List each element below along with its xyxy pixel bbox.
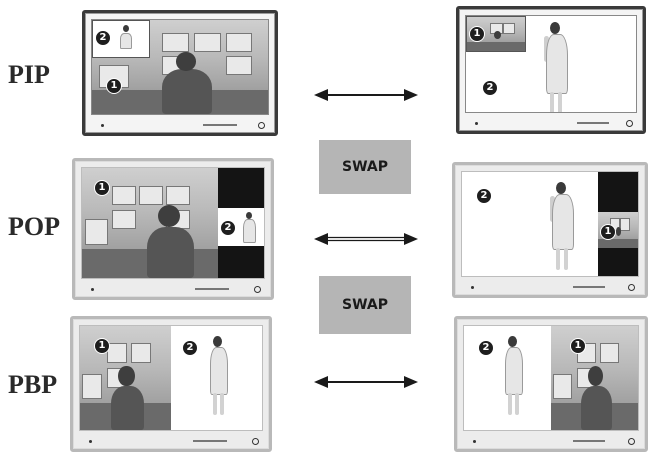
badge-icon-two: 2 bbox=[482, 80, 498, 96]
pop-sub-window bbox=[598, 212, 638, 248]
row-label-pop: POP bbox=[8, 212, 60, 241]
badge-icon-two: 2 bbox=[95, 30, 111, 46]
badge-icon-one: 1 bbox=[106, 78, 122, 94]
office-scene-image bbox=[82, 168, 218, 278]
badge-icon-one: 1 bbox=[94, 338, 110, 354]
woman-image bbox=[462, 172, 598, 276]
pip-monitor-main-sub: 2 1 bbox=[82, 10, 278, 136]
power-button-icon bbox=[254, 286, 261, 293]
badge-icon-two: 2 bbox=[220, 220, 236, 236]
pip-screen: 2 1 bbox=[91, 19, 269, 115]
badge-icon-two: 2 bbox=[476, 188, 492, 204]
office-scene-image bbox=[80, 326, 171, 430]
pop-swapped-screen: 2 1 bbox=[461, 171, 639, 277]
pop-screen: 1 2 bbox=[81, 167, 265, 279]
pip-swapped-screen: 1 2 bbox=[465, 15, 637, 113]
pbp-monitor-swapped: 2 1 bbox=[454, 316, 648, 452]
badge-icon-two: 2 bbox=[182, 340, 198, 356]
row-label-pbp: PBP bbox=[8, 370, 58, 399]
pop-monitor-swapped: 2 1 bbox=[452, 162, 648, 298]
swap-button[interactable]: SWAP bbox=[319, 276, 411, 334]
badge-icon-one: 1 bbox=[570, 338, 586, 354]
swap-button[interactable]: SWAP bbox=[319, 140, 411, 194]
woman-image bbox=[464, 326, 551, 430]
power-button-icon bbox=[628, 438, 635, 445]
office-scene-image bbox=[551, 326, 638, 430]
pop-black-bar-top bbox=[218, 168, 264, 208]
pop-black-bar-top bbox=[598, 172, 638, 212]
power-button-icon bbox=[628, 284, 635, 291]
row-label-pip: PIP bbox=[8, 60, 50, 89]
pop-monitor-main-sub: 1 2 bbox=[72, 158, 274, 300]
badge-icon-one: 1 bbox=[469, 26, 485, 42]
badge-icon-one: 1 bbox=[600, 224, 616, 240]
pbp-monitor-main-sub: 1 2 bbox=[70, 316, 272, 452]
double-headed-arrow-icon bbox=[314, 376, 418, 388]
pop-black-bar-bottom bbox=[598, 248, 638, 276]
power-button-icon bbox=[258, 122, 265, 129]
pop-black-bar-bottom bbox=[218, 246, 264, 278]
double-headed-arrow-icon bbox=[314, 233, 418, 245]
pip-monitor-swapped: 1 2 bbox=[456, 6, 646, 134]
pbp-screen: 1 2 bbox=[79, 325, 263, 431]
pip-swapped-sub-window bbox=[466, 16, 526, 52]
office-scene-image bbox=[92, 20, 268, 114]
badge-icon-one: 1 bbox=[94, 180, 110, 196]
power-button-icon bbox=[252, 438, 259, 445]
pbp-swapped-screen: 2 1 bbox=[463, 325, 639, 431]
double-headed-arrow-icon bbox=[314, 89, 418, 101]
power-button-icon bbox=[626, 120, 633, 127]
badge-icon-two: 2 bbox=[478, 340, 494, 356]
